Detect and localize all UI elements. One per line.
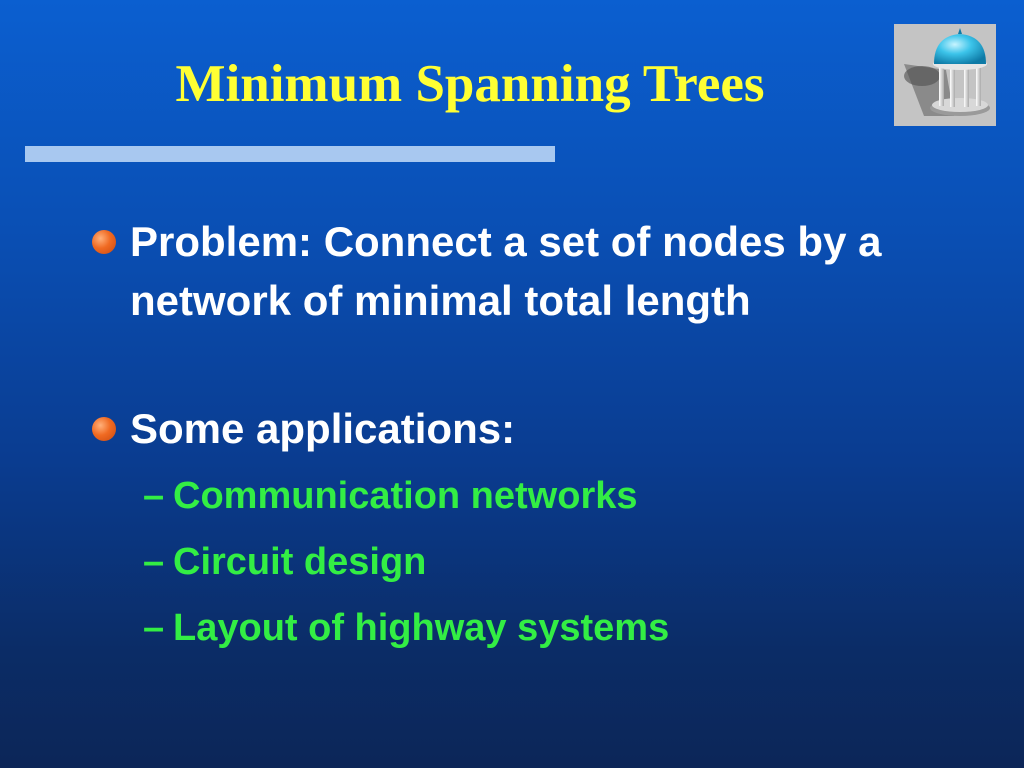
sub-bullet-text: Circuit design [173, 541, 427, 583]
sub-bullet-dash: – [143, 475, 165, 517]
sub-bullet-text: Layout of highway systems [173, 607, 670, 649]
sub-bullet-text: Communication networks [173, 475, 638, 517]
sub-bullet-item: –Circuit design [143, 539, 426, 585]
old-well-icon [894, 24, 996, 126]
bullet-text: Problem: Connect a set of nodes by a net… [130, 218, 882, 324]
sub-bullet-dash: – [143, 607, 165, 649]
sub-bullet-dash: – [143, 541, 165, 583]
slide-title: Minimum Spanning Trees [175, 55, 765, 113]
sub-bullet-item: –Communication networks [143, 473, 638, 519]
bullet-text: Some applications: [130, 405, 516, 452]
bullet-dot-icon [92, 230, 116, 254]
sub-bullet-item: –Layout of highway systems [143, 605, 669, 651]
title-underline-bar [25, 146, 555, 162]
bullet-dot-icon [92, 417, 116, 441]
